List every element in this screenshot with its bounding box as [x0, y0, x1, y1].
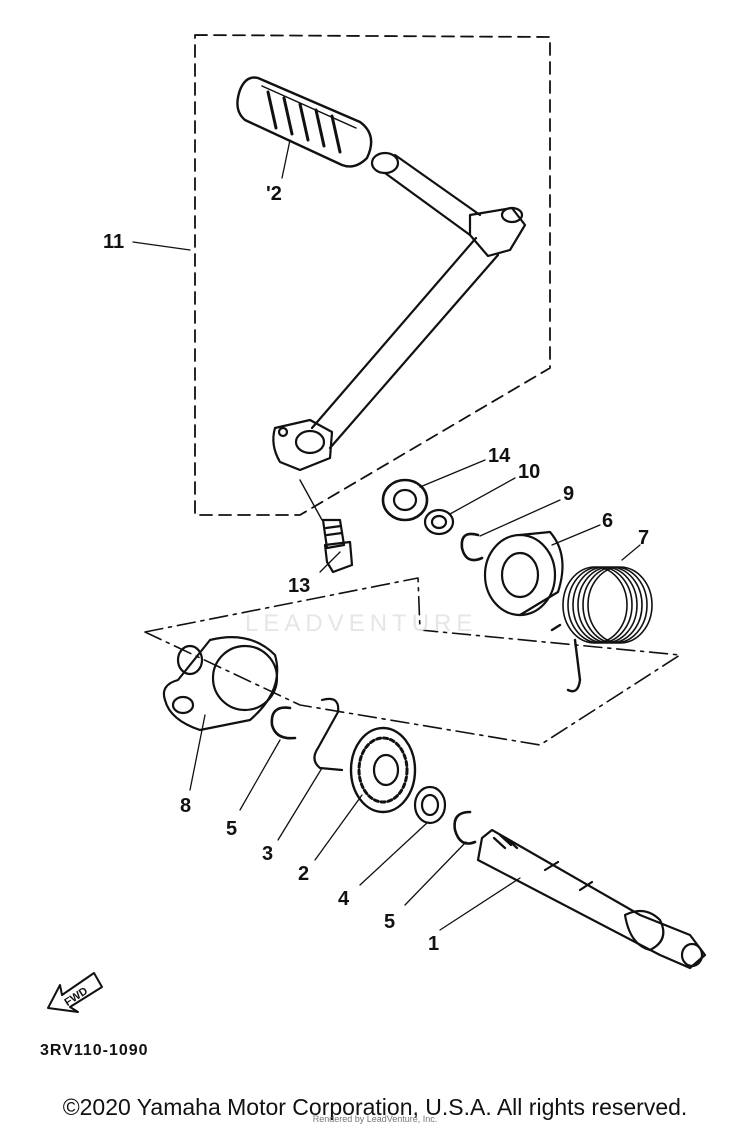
callout-3: 3 — [262, 843, 273, 865]
callout-9: 9 — [563, 483, 574, 505]
ratchet-guide-part — [162, 636, 279, 732]
callout-4: 4 — [338, 888, 350, 910]
kick-starter-exploded-diagram: '2 11 14 10 9 6 7 13 8 5 3 2 4 5 1 FWD — [47, 34, 707, 1013]
clip-part — [313, 697, 344, 772]
bearing-part — [381, 478, 429, 522]
callout-14: 14 — [488, 445, 511, 467]
spring-guide-part — [483, 530, 564, 617]
kick-gear-part — [349, 726, 417, 814]
callout-8: 8 — [180, 795, 191, 817]
leader-lines — [132, 139, 641, 931]
shaft-assembly-outline — [144, 577, 681, 746]
watermark: LEADVENTURE — [245, 610, 478, 637]
callout-13: 13 — [288, 575, 310, 597]
callout-2-grip: '2 — [266, 183, 282, 205]
grip-part — [236, 76, 373, 168]
torsion-spring-part — [550, 566, 653, 693]
kick-lever-arm — [272, 151, 527, 472]
rendered-by-notice: Rendered by LeadVenture, Inc. — [312, 1114, 438, 1124]
kick-crank-assembly-box — [194, 34, 551, 516]
callout-2-gear: 2 — [298, 863, 309, 885]
kick-axle-part — [476, 828, 707, 970]
washer-part-10 — [423, 508, 455, 536]
circlip-part-5a — [270, 706, 297, 740]
part-code: 3RV110-1090 — [40, 1042, 149, 1059]
callout-11: 11 — [103, 231, 124, 253]
copyright-notice: ©2020 Yamaha Motor Corporation, U.S.A. A… — [62, 1094, 688, 1120]
fwd-arrow-icon — [47, 972, 103, 1013]
fwd-label: FWD — [63, 985, 91, 1009]
bolt-part — [299, 479, 354, 574]
callout-1: 1 — [428, 933, 439, 955]
callout-10: 10 — [518, 461, 540, 483]
circlip-part-5b — [453, 810, 477, 845]
callout-6: 6 — [602, 510, 613, 532]
callout-5-lower: 5 — [384, 911, 395, 933]
washer-part-4 — [413, 785, 447, 825]
callout-5-upper: 5 — [226, 818, 237, 840]
callout-7: 7 — [638, 527, 649, 549]
circlip-part-9 — [460, 532, 484, 562]
